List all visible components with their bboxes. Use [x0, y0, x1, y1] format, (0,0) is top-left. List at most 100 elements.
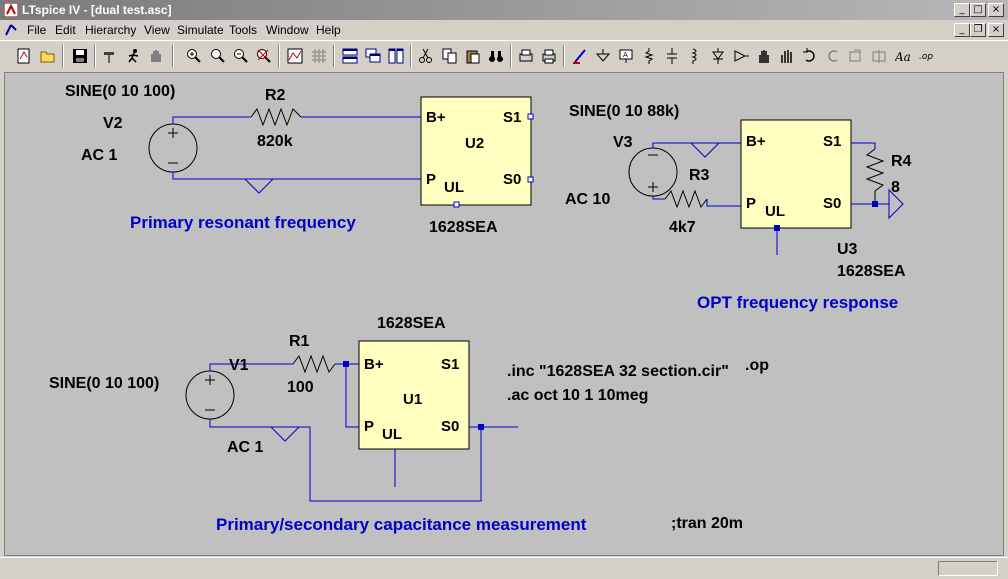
- find-binoculars-icon[interactable]: [486, 46, 506, 66]
- ac-directive[interactable]: .ac oct 10 1 10meg: [507, 387, 649, 404]
- capacitor-icon[interactable]: [662, 46, 682, 66]
- source-name-label[interactable]: V1: [229, 357, 249, 374]
- text-icon[interactable]: Aa: [893, 46, 913, 66]
- menu-view[interactable]: View: [144, 23, 170, 37]
- copy-icon[interactable]: [440, 46, 460, 66]
- toolbar-separator: [410, 45, 412, 67]
- open-folder-icon[interactable]: [38, 46, 58, 66]
- wire: [652, 142, 741, 148]
- voltage-source-v1-plus: [205, 375, 215, 385]
- toolbar-separator: [94, 45, 96, 67]
- resistor-name-label[interactable]: R2: [265, 87, 286, 104]
- paste-icon[interactable]: [463, 46, 483, 66]
- comment-label[interactable]: Primary resonant frequency: [130, 213, 356, 232]
- pan-icon[interactable]: [208, 46, 228, 66]
- zoom-out-icon[interactable]: [231, 46, 251, 66]
- close-button[interactable]: ×: [988, 3, 1004, 17]
- menu-help[interactable]: Help: [316, 23, 341, 37]
- control-panel-hammer-icon[interactable]: [100, 46, 120, 66]
- comment-label[interactable]: OPT frequency response: [697, 293, 899, 312]
- resistor-name-label[interactable]: R1: [289, 333, 310, 350]
- resistor-value-label[interactable]: 4k7: [669, 219, 696, 236]
- resistor-value-label[interactable]: 100: [287, 379, 314, 396]
- print-preview-icon[interactable]: [516, 46, 536, 66]
- menu-hierarchy[interactable]: Hierarchy: [85, 23, 137, 37]
- inductor-icon[interactable]: [685, 46, 705, 66]
- zoom-fit-icon[interactable]: [254, 46, 274, 66]
- menu-simulate[interactable]: Simulate: [177, 23, 224, 37]
- pin-label: P: [426, 171, 437, 188]
- cascade-icon[interactable]: [363, 46, 383, 66]
- redo-icon[interactable]: [823, 46, 843, 66]
- pin-label: S0: [503, 171, 522, 188]
- minimize-button[interactable]: _: [954, 3, 970, 17]
- source-ac-label[interactable]: AC 1: [81, 147, 118, 164]
- load-name-label[interactable]: R4: [891, 153, 912, 170]
- move-hand-icon[interactable]: [754, 46, 774, 66]
- tile-horizontal-icon[interactable]: [340, 46, 360, 66]
- drag-hand-icon[interactable]: [777, 46, 797, 66]
- source-name-label[interactable]: V3: [613, 134, 633, 151]
- wire: [851, 142, 876, 149]
- comment-label[interactable]: Primary/secondary capacitance measuremen…: [216, 515, 587, 534]
- mirror-icon[interactable]: [869, 46, 889, 66]
- spice-directive-icon[interactable]: .op: [916, 46, 936, 66]
- circuit-top-left: [148, 96, 534, 208]
- schematic-canvas[interactable]: SINE(0 10 100) V2 AC 1 R2 820k B+ S1 P S…: [4, 72, 1004, 556]
- label-net-icon[interactable]: A: [616, 46, 636, 66]
- tile-vertical-icon[interactable]: [386, 46, 406, 66]
- mdi-minimize-button[interactable]: _: [954, 23, 970, 37]
- source-ac-label[interactable]: AC 10: [565, 191, 611, 208]
- diode-icon[interactable]: [708, 46, 728, 66]
- menu-edit[interactable]: Edit: [55, 23, 76, 37]
- run-simulation-icon[interactable]: [124, 46, 144, 66]
- mdi-restore-button[interactable]: ❐: [970, 23, 986, 37]
- include-directive[interactable]: .inc "1628SEA 32 section.cir": [507, 363, 729, 380]
- menu-window[interactable]: Window: [266, 23, 309, 37]
- op-directive[interactable]: .op: [745, 357, 769, 374]
- toolbar: A Aa .op: [0, 40, 1008, 70]
- part-model-label[interactable]: 1628SEA: [429, 219, 498, 236]
- component-icon[interactable]: [731, 46, 751, 66]
- save-icon[interactable]: [70, 46, 90, 66]
- pin-label: P: [364, 418, 375, 435]
- resistor-icon[interactable]: [639, 46, 659, 66]
- mdi-close-button[interactable]: ×: [988, 23, 1004, 37]
- source-value-label[interactable]: SINE(0 10 100): [65, 83, 176, 100]
- resistor-name-label[interactable]: R3: [689, 167, 710, 184]
- load-value-label[interactable]: 8: [891, 179, 900, 196]
- part-name-label[interactable]: U1: [403, 391, 423, 408]
- menu-file[interactable]: File: [27, 23, 47, 37]
- halt-hand-icon[interactable]: [146, 46, 166, 66]
- source-value-label[interactable]: SINE(0 10 88k): [569, 103, 680, 120]
- pin-label: B+: [746, 133, 766, 150]
- svg-text:.op: .op: [919, 52, 933, 62]
- autoscale-icon[interactable]: [285, 46, 305, 66]
- source-name-label[interactable]: V2: [103, 115, 123, 132]
- tran-directive[interactable]: ;tran 20m: [671, 515, 744, 532]
- maximize-button[interactable]: □: [970, 3, 986, 17]
- new-schematic-icon[interactable]: [14, 46, 34, 66]
- ground-icon[interactable]: [593, 46, 613, 66]
- part-model-label[interactable]: 1628SEA: [837, 263, 906, 280]
- resistor-value-label[interactable]: 820k: [257, 133, 293, 150]
- print-icon[interactable]: [539, 46, 559, 66]
- grid-icon[interactable]: [309, 46, 329, 66]
- pin-label: S1: [441, 356, 460, 373]
- schematic-doc-icon[interactable]: [4, 23, 18, 37]
- source-ac-label[interactable]: AC 1: [227, 439, 264, 456]
- pin-marker: [527, 176, 534, 183]
- undo-icon[interactable]: [800, 46, 820, 66]
- zoom-in-icon[interactable]: [184, 46, 204, 66]
- part-name-label[interactable]: U2: [465, 135, 485, 152]
- cut-icon[interactable]: [416, 46, 436, 66]
- ltspice-app-icon: [4, 3, 18, 17]
- draw-wire-icon[interactable]: [570, 46, 590, 66]
- source-value-label[interactable]: SINE(0 10 100): [49, 375, 160, 392]
- rotate-icon[interactable]: [846, 46, 866, 66]
- part-model-label[interactable]: 1628SEA: [377, 315, 446, 332]
- menu-tools[interactable]: Tools: [229, 23, 258, 37]
- voltage-source-v3-plus: [648, 182, 658, 192]
- pin-marker: [527, 113, 534, 120]
- part-name-label[interactable]: U3: [837, 241, 858, 258]
